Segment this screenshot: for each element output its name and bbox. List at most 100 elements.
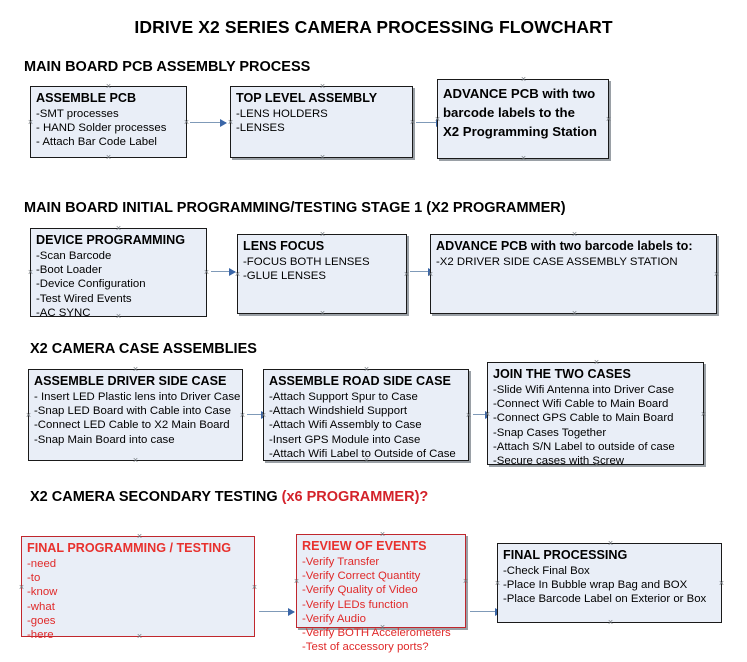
box-line: -Connect Wifi Cable to Main Board xyxy=(493,398,669,411)
resize-handle-left[interactable] xyxy=(18,584,25,591)
box-line: -GLUE LENSES xyxy=(243,270,326,283)
resize-handle-top[interactable] xyxy=(319,231,326,238)
box-line: -Attach S/N Label to outside of case xyxy=(493,440,675,453)
resize-handle-right[interactable] xyxy=(183,119,190,126)
resize-handle-right[interactable] xyxy=(465,412,472,419)
box-title: ASSEMBLE DRIVER SIDE CASE xyxy=(34,374,227,388)
resize-handle-right[interactable] xyxy=(713,271,720,278)
connector-final-programming-to-review-of-events[interactable] xyxy=(259,607,295,616)
box-line: -need xyxy=(27,558,57,570)
flow-box-advance-pcb-to-driver-side-case[interactable]: ADVANCE PCB with two barcode labels to: … xyxy=(430,234,717,314)
box-line: -here xyxy=(27,629,54,642)
box-line: -Verify Audio xyxy=(302,612,366,625)
box-line: -Snap Cases Together xyxy=(493,426,607,439)
box-title-line: barcode labels to the xyxy=(443,105,575,120)
flow-box-review-of-events[interactable]: REVIEW OF EVENTS -Verify Transfer -Verif… xyxy=(293,531,469,653)
flow-box-device-programming[interactable]: DEVICE PROGRAMMING -Scan Barcode -Boot L… xyxy=(27,225,210,320)
resize-handle-bottom[interactable] xyxy=(363,457,370,464)
resize-handle-bottom[interactable] xyxy=(319,154,326,161)
resize-handle-left[interactable] xyxy=(227,119,234,126)
flow-box-assemble-driver-side-case[interactable]: ASSEMBLE DRIVER SIDE CASE - Insert LED P… xyxy=(28,369,243,461)
resize-handle-top[interactable] xyxy=(363,366,370,373)
box-title: DEVICE PROGRAMMING xyxy=(36,233,186,247)
box-line: -Attach Windshield Support xyxy=(269,405,408,418)
box-line: -Verify LEDs function xyxy=(302,598,409,611)
resize-handle-left[interactable] xyxy=(260,412,267,419)
resize-handle-bottom[interactable] xyxy=(319,310,326,317)
box-line: -know xyxy=(27,586,58,599)
section-heading-text: X2 CAMERA SECONDARY TESTING xyxy=(30,489,282,505)
arrow-head-icon xyxy=(288,607,295,616)
resize-handle-top[interactable] xyxy=(105,83,112,90)
resize-handle-right[interactable] xyxy=(700,411,707,418)
box-line-overflow: -Test of accessory ports? xyxy=(302,641,429,654)
flow-box-assemble-road-side-case[interactable]: ASSEMBLE ROAD SIDE CASE -Attach Support … xyxy=(263,369,469,461)
resize-handle-bottom[interactable] xyxy=(607,619,614,626)
flow-box-lens-focus[interactable]: LENS FOCUS -FOCUS BOTH LENSES -GLUE LENS… xyxy=(237,234,407,314)
box-line: -LENS HOLDERS xyxy=(236,108,328,120)
box-line: -Boot Loader xyxy=(36,264,102,277)
connector-assemble-pcb-to-top-level-assembly[interactable] xyxy=(190,118,227,127)
resize-handle-top[interactable] xyxy=(319,83,326,90)
section-heading-main-board-pcb-assembly: MAIN BOARD PCB ASSEMBLY PROCESS xyxy=(24,59,310,75)
box-line: -Place Barcode Label on Exterior or Box xyxy=(503,593,707,606)
page-title: IDRIVE X2 SERIES CAMERA PROCESSING FLOWC… xyxy=(134,17,613,37)
resize-handle-right[interactable] xyxy=(462,578,469,585)
arrow-head-icon xyxy=(220,118,227,127)
resize-handle-right[interactable] xyxy=(409,119,416,126)
box-title: FINAL PROCESSING xyxy=(503,548,628,562)
resize-handle-top[interactable] xyxy=(520,76,527,83)
box-line: -Connect GPS Cable to Main Board xyxy=(493,412,674,425)
flow-box-final-programming-testing[interactable]: FINAL PROGRAMMING / TESTING -need -to -k… xyxy=(18,533,258,641)
resize-handle-left[interactable] xyxy=(484,411,491,418)
resize-handle-top[interactable] xyxy=(132,366,139,373)
resize-handle-right[interactable] xyxy=(605,116,612,123)
resize-handle-left[interactable] xyxy=(27,269,34,276)
box-title: FINAL PROGRAMMING / TESTING xyxy=(27,541,232,555)
box-line: -goes xyxy=(27,614,56,627)
box-line: - Insert LED Plastic lens into Driver Ca… xyxy=(34,391,241,403)
box-title: ASSEMBLE PCB xyxy=(36,91,137,105)
flow-box-assemble-pcb[interactable]: ASSEMBLE PCB -SMT processes - HAND Solde… xyxy=(30,86,187,158)
resize-handle-top[interactable] xyxy=(115,225,122,232)
section-heading-x2-camera-secondary-testing: X2 CAMERA SECONDARY TESTING (x6 PROGRAMM… xyxy=(30,489,428,505)
resize-handle-top[interactable] xyxy=(571,231,578,238)
flow-box-top-level-assembly[interactable]: TOP LEVEL ASSEMBLY -LENS HOLDERS -LENSES xyxy=(230,86,413,158)
resize-handle-right[interactable] xyxy=(251,584,258,591)
resize-handle-bottom[interactable] xyxy=(136,633,143,640)
resize-handle-right[interactable] xyxy=(239,412,246,419)
resize-handle-top[interactable] xyxy=(136,533,143,540)
box-title: TOP LEVEL ASSEMBLY xyxy=(236,91,378,105)
resize-handle-left[interactable] xyxy=(434,116,441,123)
box-line: -Test Wired Events xyxy=(36,292,132,305)
resize-handle-bottom[interactable] xyxy=(115,313,122,320)
resize-handle-bottom[interactable] xyxy=(105,154,112,161)
box-title: ASSEMBLE ROAD SIDE CASE xyxy=(269,374,451,388)
resize-handle-right[interactable] xyxy=(203,269,210,276)
section-heading-main-board-initial-programming: MAIN BOARD INITIAL PROGRAMMING/TESTING S… xyxy=(24,200,566,216)
resize-handle-left[interactable] xyxy=(234,271,241,278)
resize-handle-top[interactable] xyxy=(607,540,614,547)
connector-device-programming-to-lens-focus[interactable] xyxy=(211,267,236,276)
resize-handle-bottom[interactable] xyxy=(520,155,527,162)
resize-handle-bottom[interactable] xyxy=(379,624,386,631)
resize-handle-bottom[interactable] xyxy=(132,457,139,464)
resize-handle-left[interactable] xyxy=(293,578,300,585)
box-line: -LENSES xyxy=(236,122,285,135)
resize-handle-bottom[interactable] xyxy=(593,461,600,468)
resize-handle-right[interactable] xyxy=(403,271,410,278)
resize-handle-left[interactable] xyxy=(27,119,34,126)
resize-handle-left[interactable] xyxy=(494,580,501,587)
resize-handle-top[interactable] xyxy=(379,531,386,538)
flow-box-join-the-two-cases[interactable]: JOIN THE TWO CASES -Slide Wifi Antenna i… xyxy=(484,359,707,468)
flow-box-advance-pcb-to-x2-programming-station[interactable]: ADVANCE PCB with two barcode labels to t… xyxy=(437,79,609,159)
box-title: ADVANCE PCB with two barcode labels to: xyxy=(436,239,693,253)
resize-handle-left[interactable] xyxy=(427,271,434,278)
box-line: -Scan Barcode xyxy=(36,250,112,262)
resize-handle-left[interactable] xyxy=(25,412,32,419)
section-heading-text: X2 CAMERA CASE ASSEMBLIES xyxy=(30,341,257,357)
resize-handle-right[interactable] xyxy=(718,580,725,587)
resize-handle-top[interactable] xyxy=(593,359,600,366)
flow-box-final-processing[interactable]: FINAL PROCESSING -Check Final Box -Place… xyxy=(497,543,722,623)
resize-handle-bottom[interactable] xyxy=(571,310,578,317)
